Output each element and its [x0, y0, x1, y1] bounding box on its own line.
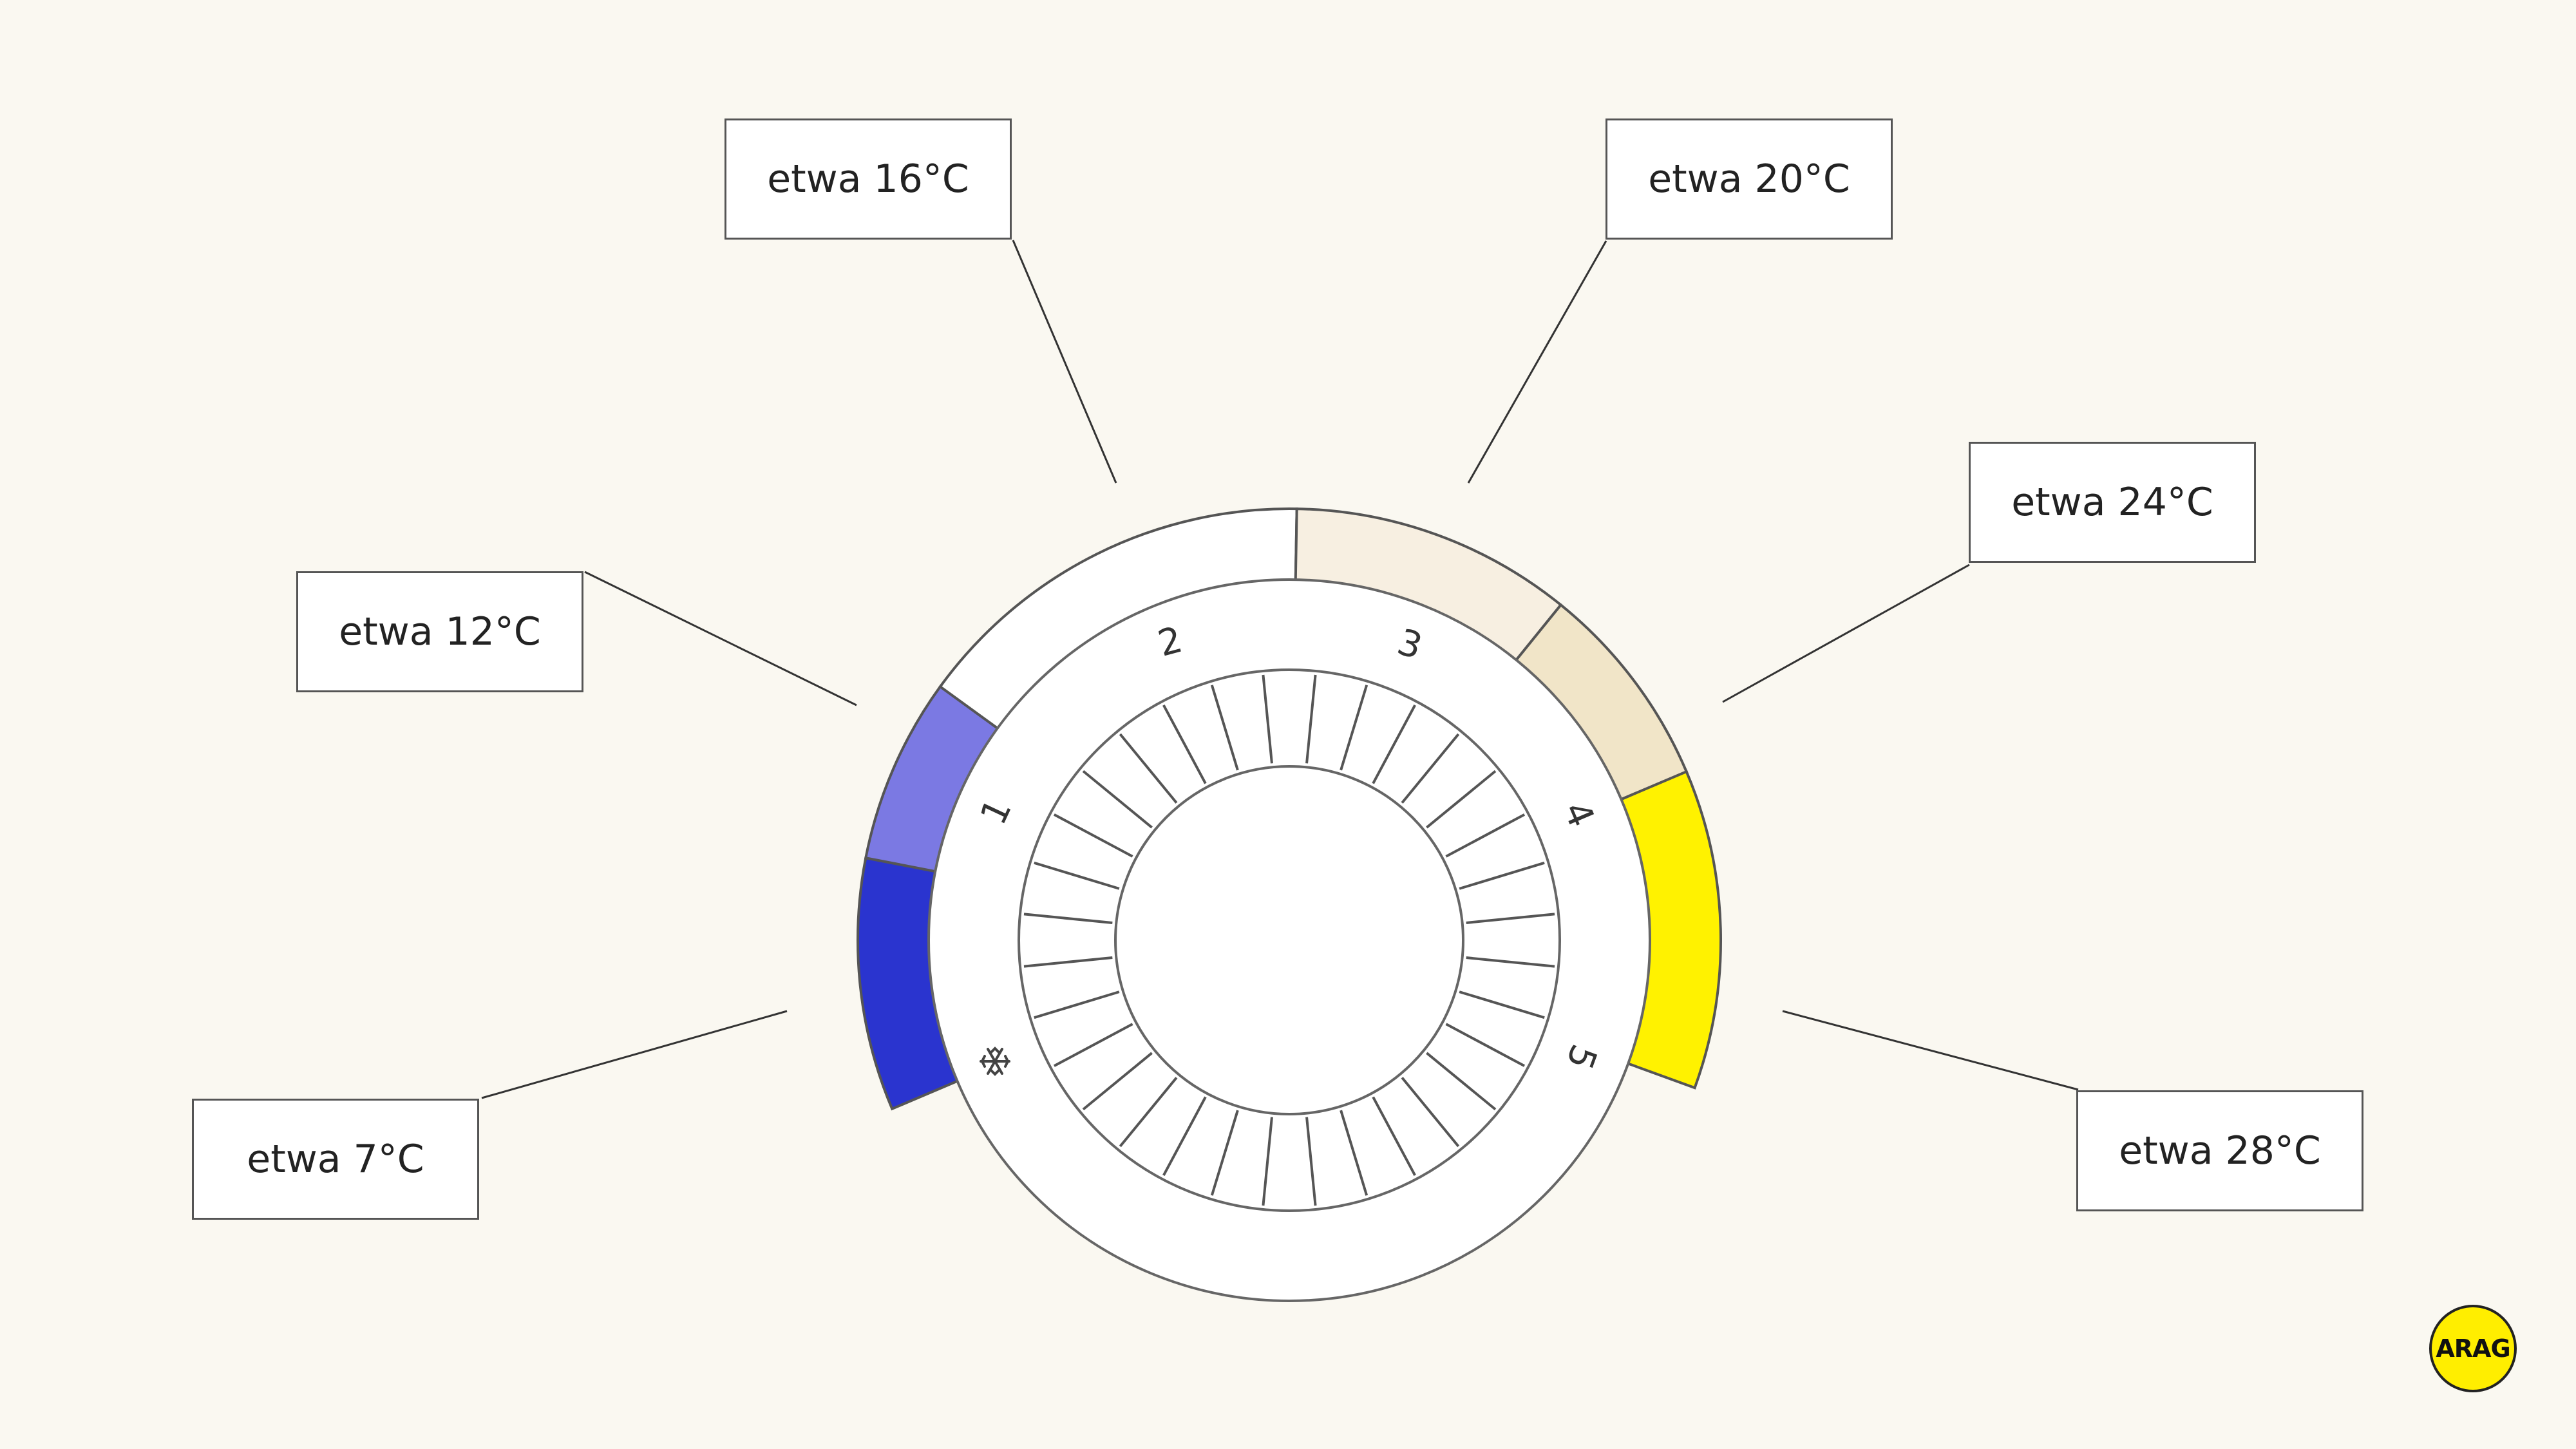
tick-line: [1162, 704, 1207, 784]
tick-line: [1082, 1052, 1153, 1111]
tick-line: [1210, 1110, 1239, 1196]
callout-28c: etwa 28°C: [2076, 1090, 2363, 1211]
tick-line: [1459, 990, 1545, 1019]
tick-line: [1445, 813, 1526, 858]
leader-line: [584, 571, 857, 706]
tick-line: [1372, 1096, 1416, 1177]
tick-line: [1262, 1117, 1273, 1206]
tick-line: [1466, 956, 1555, 968]
tick-line: [1305, 674, 1317, 764]
arag-logo: ARAG: [2429, 1305, 2517, 1392]
tick-line: [1340, 685, 1368, 771]
tick-line: [1053, 813, 1133, 858]
leader-line: [1722, 564, 1970, 703]
leader-line: [481, 1010, 788, 1099]
tick-line: [1340, 1110, 1368, 1196]
tick-line: [1023, 956, 1113, 968]
tick-line: [1162, 1096, 1207, 1177]
tick-line: [1119, 733, 1178, 804]
tick-line: [1445, 1023, 1526, 1067]
snowflake-icon: [980, 1046, 1010, 1076]
tick-ring-inner: [1114, 765, 1464, 1115]
tick-line: [1401, 733, 1460, 804]
tick-line: [1119, 1077, 1178, 1148]
leader-line: [1012, 240, 1117, 484]
callout-20c: etwa 20°C: [1605, 118, 1893, 240]
tick-line: [1466, 913, 1555, 924]
callout-7c: etwa 7°C: [192, 1099, 479, 1220]
tick-line: [1053, 1023, 1133, 1067]
callout-16c: etwa 16°C: [724, 118, 1012, 240]
tick-line: [1082, 770, 1153, 829]
tick-line: [1426, 770, 1497, 829]
tick-line: [1262, 674, 1273, 764]
callout-12c: etwa 12°C: [296, 571, 583, 692]
tick-line: [1210, 685, 1239, 771]
tick-line: [1034, 861, 1120, 890]
leader-line: [1782, 1010, 2079, 1091]
tick-line: [1372, 704, 1416, 784]
tick-line: [1023, 913, 1113, 924]
callout-24c: etwa 24°C: [1969, 442, 2256, 563]
tick-line: [1034, 990, 1120, 1019]
leader-line: [1467, 240, 1607, 484]
tick-line: [1426, 1052, 1497, 1111]
tick-line: [1459, 861, 1545, 890]
tick-line: [1401, 1077, 1460, 1148]
tick-line: [1305, 1117, 1317, 1206]
